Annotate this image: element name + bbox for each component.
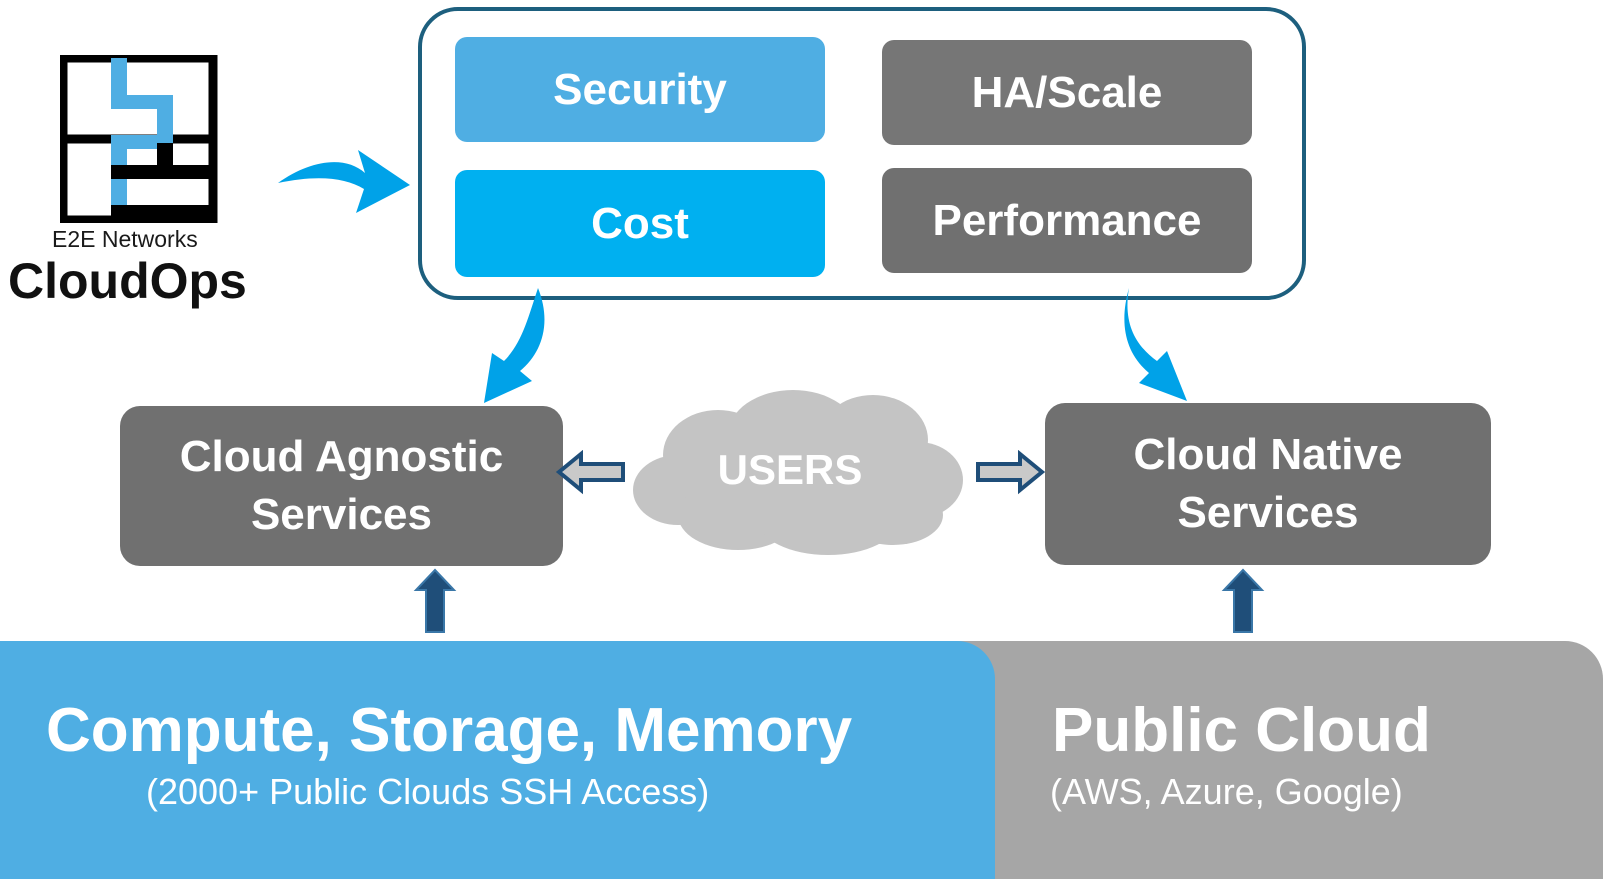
agnostic-line2: Services	[250, 490, 433, 539]
cloud-agnostic-services-box: Cloud Agnostic Services	[120, 406, 563, 566]
up-arrow-left-icon	[413, 568, 457, 633]
security-pill: Security	[455, 37, 825, 142]
logo-caption: E2E Networks	[52, 226, 198, 252]
left-arrow-icon	[555, 450, 625, 495]
down-left-arrow-icon	[484, 288, 545, 403]
cost-pill: Cost	[455, 170, 825, 277]
logo	[58, 53, 220, 225]
compute-band	[0, 641, 995, 879]
cloud-native-services-box: Cloud Native Services	[1045, 403, 1491, 565]
agnostic-line1: Cloud Agnostic	[179, 432, 504, 481]
public-cloud-subtitle: (AWS, Azure, Google)	[1050, 771, 1403, 812]
users-label: USERS	[717, 446, 863, 493]
performance-pill: Performance	[882, 168, 1252, 273]
e2e-logo-icon	[58, 53, 218, 225]
compute-subtitle: (2000+ Public Clouds SSH Access)	[146, 771, 710, 812]
users-cloud-icon	[633, 390, 963, 555]
right-arrow-icon	[976, 450, 1046, 495]
native-line1: Cloud Native	[1133, 430, 1403, 479]
public-cloud-title: Public Cloud	[1052, 696, 1431, 765]
ha-scale-pill: HA/Scale	[882, 40, 1252, 145]
up-arrow-right-icon	[1221, 568, 1265, 633]
public-cloud-band	[940, 641, 1603, 879]
curved-arrow-icon	[278, 150, 410, 213]
logo-title: CloudOps	[8, 253, 247, 309]
down-right-arrow-icon	[1124, 288, 1187, 401]
compute-title: Compute, Storage, Memory	[46, 696, 853, 765]
native-line2: Services	[1177, 488, 1359, 537]
